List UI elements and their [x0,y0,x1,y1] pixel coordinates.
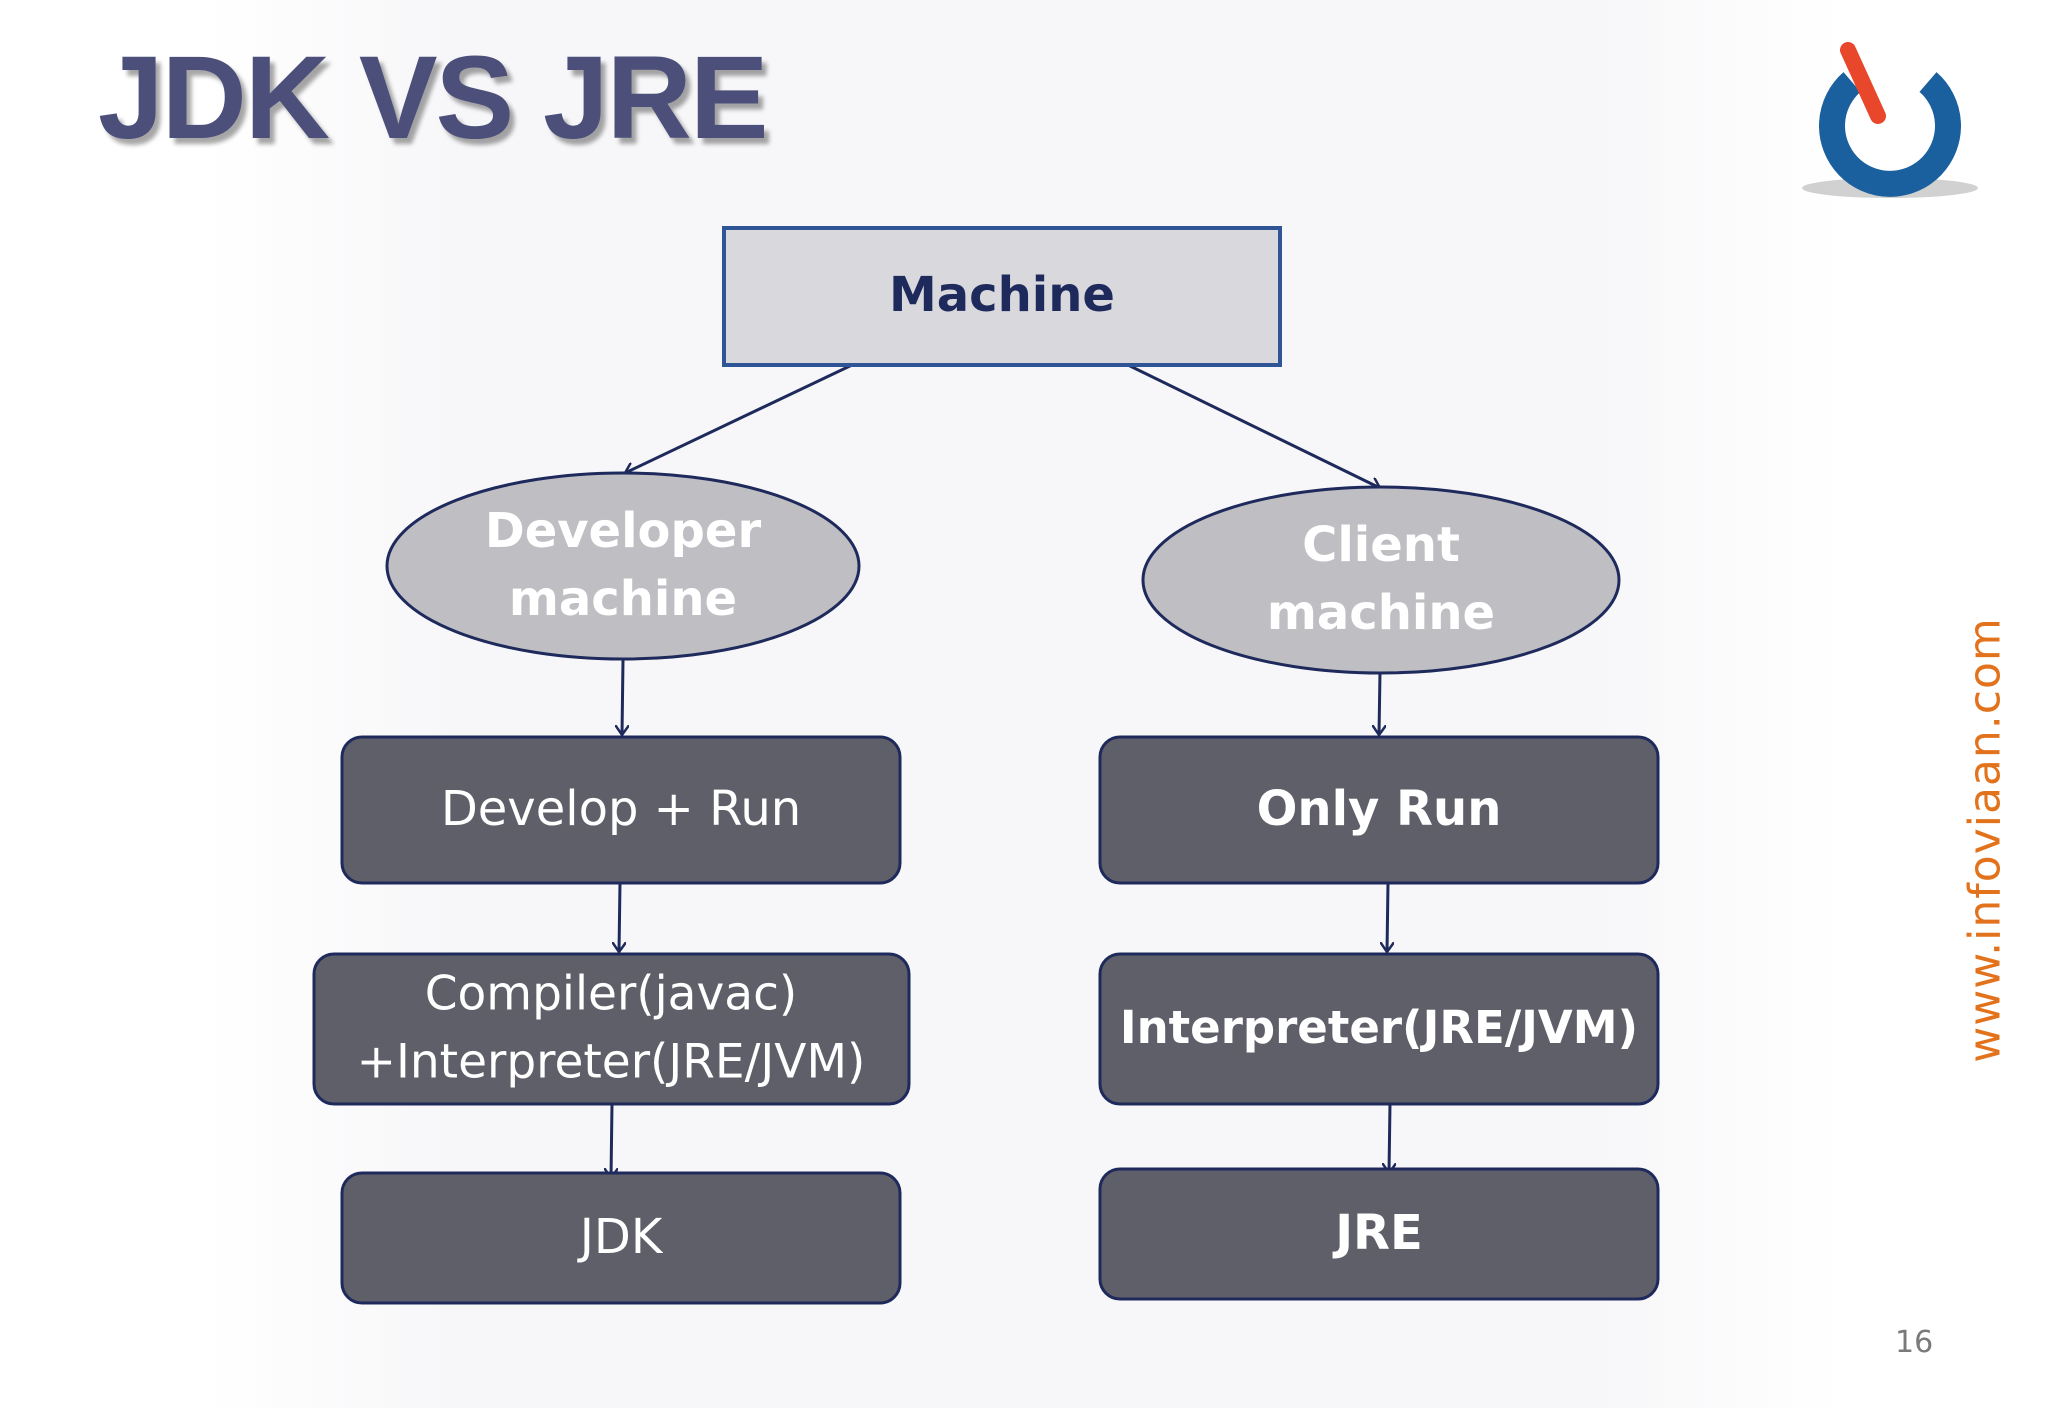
power-button-logo-icon [1790,30,1990,210]
arrow-client-action-to-tools [1387,882,1388,952]
only-run-label: Only Run [1257,781,1502,837]
compiler-label-line1: Compiler(javac) [425,967,798,1022]
machine-node-label: Machine [889,267,1115,323]
arrow-dev-tools-to-result [611,1103,612,1178]
arrow-root-to-client [1127,363,1380,488]
website-url: www.infoviaan.com [1959,617,2011,1063]
client-machine-node: Client machine [1141,485,1621,675]
arrow-client-to-action [1379,671,1380,735]
develop-run-label: Develop + Run [441,781,801,837]
slide-title: JDK VS JRE [98,32,769,164]
interpreter-node: Interpreter(JRE/JVM) [1098,952,1660,1106]
interpreter-label: Interpreter(JRE/JVM) [1120,1001,1638,1054]
jdk-label: JDK [577,1209,664,1265]
page-number: 16 [1895,1325,1934,1360]
develop-run-node: Develop + Run [340,735,902,885]
developer-machine-node: Developer machine [385,471,861,661]
client-machine-label-line2: machine [1267,585,1495,641]
jre-node: JRE [1098,1167,1660,1301]
jdk-node: JDK [340,1171,902,1305]
arrow-client-tools-to-result [1389,1103,1390,1173]
developer-machine-label-line1: Developer [485,503,762,559]
compiler-interpreter-node: Compiler(javac) +Interpreter(JRE/JVM) [312,952,911,1106]
only-run-node: Only Run [1098,735,1660,885]
arrow-root-to-developer [625,363,853,473]
arrow-developer-to-action [622,659,623,735]
developer-machine-label-line2: machine [509,571,737,627]
machine-node: Machine [722,226,1282,367]
arrow-dev-action-to-tools [619,882,620,952]
client-machine-label-line1: Client [1302,517,1460,573]
jre-label: JRE [1332,1205,1423,1261]
compiler-label-line2: +Interpreter(JRE/JVM) [357,1035,866,1090]
connectors [611,363,1390,1178]
